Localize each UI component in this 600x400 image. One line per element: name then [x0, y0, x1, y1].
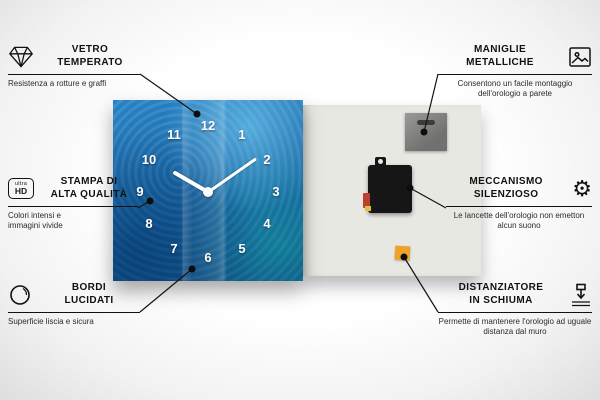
picture-frame-icon	[568, 46, 592, 68]
title-line: LUCIDATI	[64, 294, 114, 306]
gear-icon: ⚙	[572, 175, 592, 201]
clock-numeral: 8	[145, 216, 153, 231]
clock-center-cap	[203, 187, 213, 197]
title-line: ALTA QUALITÀ	[50, 188, 128, 200]
callout-description: Colori intensi e immagini vivide	[8, 211, 63, 231]
ultra-hd-icon: ultra HD	[8, 178, 34, 199]
callout-bordi-lucidati: BORDI LUCIDATI Superficie liscia e sicur…	[8, 282, 140, 327]
callout-title: BORDI LUCIDATI	[38, 282, 140, 307]
spacer-arrow-icon	[570, 283, 592, 307]
clock-numeral: 5	[238, 241, 246, 256]
clock-numeral: 6	[204, 250, 212, 265]
callout-title: DISTANZIATORE IN SCHIUMA	[438, 282, 564, 307]
diamond-icon	[8, 45, 34, 69]
clock-numeral: 10	[141, 152, 157, 167]
callout-title: MANIGLIE METALLICHE	[438, 44, 562, 69]
mechanism-battery	[363, 193, 370, 208]
callout-header: DISTANZIATORE IN SCHIUMA	[438, 282, 592, 313]
callout-description: Consentono un facile montaggio dell'orol…	[457, 79, 573, 99]
title-line: MANIGLIE	[473, 44, 527, 55]
title-line: SILENZIOSO	[473, 188, 539, 200]
title-line: IN SCHIUMA	[469, 294, 533, 306]
callout-header: MECCANISMO SILENZIOSO ⚙	[446, 176, 592, 207]
callout-title: VETRO TEMPERATO	[40, 44, 140, 69]
title-line: BORDI	[71, 282, 107, 293]
callout-title: MECCANISMO SILENZIOSO	[446, 176, 566, 201]
callout-description: Resistenza a rotture e graffi	[8, 79, 107, 88]
clock-front-image: 12 1 2 3 4 5 6 7 8 9 10 11	[113, 100, 303, 281]
clock-numeral: 12	[200, 118, 216, 133]
callout-description: Superficie liscia e sicura	[8, 317, 94, 326]
foam-spacer	[394, 245, 411, 261]
mount-slot	[417, 120, 435, 125]
callout-vetro-temperato: VETRO TEMPERATO Resistenza a rotture e g…	[8, 44, 140, 89]
title-line: MECCANISMO	[469, 176, 543, 187]
clock-numeral: 3	[272, 184, 280, 199]
clock-back-image	[303, 105, 481, 276]
polished-edge-icon	[8, 283, 32, 307]
callout-distanziatore-in-schiuma: DISTANZIATORE IN SCHIUMA Permette di man…	[438, 282, 592, 338]
ultra-hd-text: HD	[14, 186, 28, 196]
callout-description: Le lancette dell'orologio non emetton al…	[453, 211, 585, 231]
callout-header: BORDI LUCIDATI	[8, 282, 140, 313]
title-line: DISTANZIATORE	[458, 282, 544, 293]
mechanism-label	[365, 206, 371, 211]
metal-mount-plate	[405, 113, 447, 151]
clock-minute-hand	[207, 157, 257, 194]
clock-numeral: 7	[170, 241, 178, 256]
clock-numeral: 1	[238, 127, 246, 142]
title-line: TEMPERATO	[57, 56, 123, 68]
callout-header: ultra HD STAMPA DI ALTA QUALITÀ	[8, 176, 138, 207]
ultra-hd-text: ultra	[14, 180, 28, 187]
callout-header: VETRO TEMPERATO	[8, 44, 140, 75]
callout-stampa-alta-qualita: ultra HD STAMPA DI ALTA QUALITÀ Colori i…	[8, 176, 138, 232]
callout-maniglie-metalliche: MANIGLIE METALLICHE Consentono un facile…	[438, 44, 592, 100]
callout-meccanismo-silenzioso: MECCANISMO SILENZIOSO ⚙ Le lancette dell…	[446, 176, 592, 232]
mechanism-hook	[375, 157, 386, 167]
title-line: STAMPA DI	[60, 176, 118, 187]
clock-numeral: 9	[136, 184, 144, 199]
callout-title: STAMPA DI ALTA QUALITÀ	[40, 176, 138, 201]
callout-header: MANIGLIE METALLICHE	[438, 44, 592, 75]
title-line: VETRO	[71, 44, 109, 55]
clock-numeral: 11	[167, 127, 181, 142]
clock-mechanism	[368, 165, 412, 213]
clock-numeral: 2	[263, 152, 271, 167]
clock-numeral: 4	[263, 216, 271, 231]
callout-description: Permette di mantenere l'orologio ad ugua…	[438, 317, 592, 337]
title-line: METALLICHE	[466, 56, 534, 68]
